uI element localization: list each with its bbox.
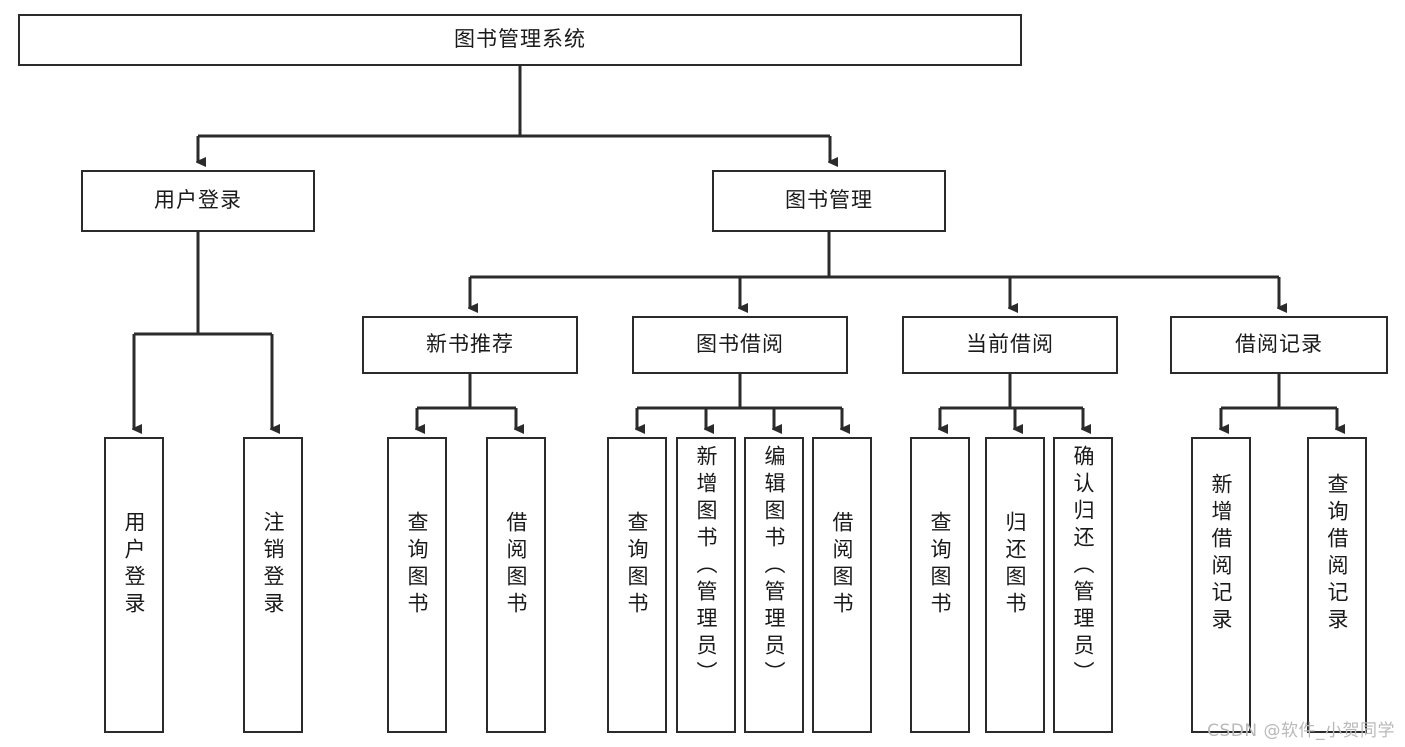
leaf-query-book-borrow-label: 查询图书 <box>625 511 650 619</box>
leaf-confirm-return-admin-label: 确认归还（管理员） <box>1071 445 1096 688</box>
node-borrow-record-label: 借阅记录 <box>1235 332 1323 357</box>
leaf-user-logout[interactable]: 注销登录 <box>243 437 303 733</box>
leaf-add-book-admin-label: 新增图书（管理员） <box>694 445 719 688</box>
csdn-watermark: CSDN @软件_小贺同学 <box>1207 721 1395 741</box>
node-user-login-label: 用户登录 <box>154 188 242 213</box>
leaf-borrow-book[interactable]: 借阅图书 <box>812 437 872 733</box>
leaf-confirm-return-admin[interactable]: 确认归还（管理员） <box>1053 437 1113 733</box>
leaf-edit-book-admin[interactable]: 编辑图书（管理员） <box>744 437 804 733</box>
node-new-book-recommend-label: 新书推荐 <box>426 332 514 357</box>
node-borrow-record[interactable]: 借阅记录 <box>1170 316 1388 374</box>
leaf-add-borrow-record-label: 新增借阅记录 <box>1209 473 1234 635</box>
node-book-manage[interactable]: 图书管理 <box>712 170 946 232</box>
leaf-borrow-book-rec-label: 借阅图书 <box>504 511 529 619</box>
leaf-query-book-current[interactable]: 查询图书 <box>910 437 970 733</box>
leaf-user-login[interactable]: 用户登录 <box>104 437 164 733</box>
node-current-borrow-label: 当前借阅 <box>966 332 1054 357</box>
leaf-edit-book-admin-label: 编辑图书（管理员） <box>762 445 787 688</box>
leaf-query-borrow-record-label: 查询借阅记录 <box>1325 473 1350 635</box>
leaf-return-book-label: 归还图书 <box>1003 511 1028 619</box>
leaf-query-book-current-label: 查询图书 <box>928 511 953 619</box>
node-root-label: 图书管理系统 <box>454 27 586 52</box>
leaf-borrow-book-label: 借阅图书 <box>830 511 855 619</box>
node-user-login[interactable]: 用户登录 <box>81 170 315 232</box>
leaf-return-book[interactable]: 归还图书 <box>985 437 1045 733</box>
leaf-query-book-rec-label: 查询图书 <box>405 511 430 619</box>
node-root[interactable]: 图书管理系统 <box>18 14 1022 66</box>
node-book-manage-label: 图书管理 <box>785 188 873 213</box>
node-current-borrow[interactable]: 当前借阅 <box>902 316 1118 374</box>
leaf-query-book-rec[interactable]: 查询图书 <box>387 437 447 733</box>
node-book-borrow[interactable]: 图书借阅 <box>632 316 848 374</box>
node-new-book-recommend[interactable]: 新书推荐 <box>362 316 578 374</box>
leaf-user-logout-label: 注销登录 <box>261 511 286 619</box>
leaf-borrow-book-rec[interactable]: 借阅图书 <box>486 437 546 733</box>
leaf-query-borrow-record[interactable]: 查询借阅记录 <box>1307 437 1367 733</box>
leaf-add-book-admin[interactable]: 新增图书（管理员） <box>676 437 736 733</box>
leaf-user-login-label: 用户登录 <box>122 511 147 619</box>
leaf-query-book-borrow[interactable]: 查询图书 <box>607 437 667 733</box>
node-book-borrow-label: 图书借阅 <box>696 332 784 357</box>
leaf-add-borrow-record[interactable]: 新增借阅记录 <box>1191 437 1251 733</box>
